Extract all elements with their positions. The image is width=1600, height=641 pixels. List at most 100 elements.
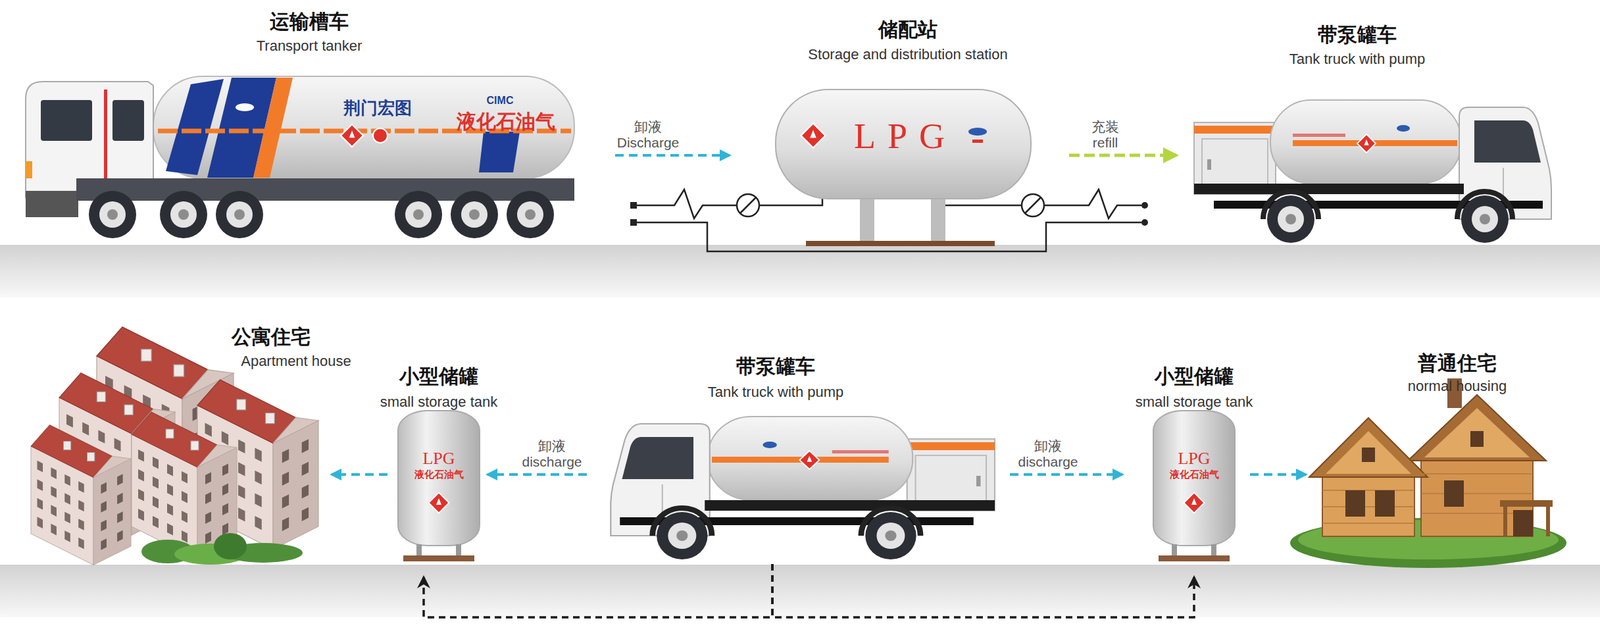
illustration-node: 小型储罐small storage tankLPG液化石油气 (1143, 368, 1246, 563)
house-drawing-part (1513, 509, 1533, 537)
storage-station-drawing-part (859, 198, 875, 243)
illustration-layer-part (610, 416, 995, 560)
node-heading: 小型储罐 (1128, 365, 1260, 389)
edge-label: 卸液 discharge (515, 438, 589, 470)
node-text: Tank truck with pump (1238, 50, 1476, 68)
apartment-drawing-part (213, 532, 247, 560)
illustration-node: 带泵罐车Tank truck with pump (1184, 23, 1566, 247)
node-text: small storage tank (1115, 393, 1274, 410)
transport-tanker-drawing-part (25, 161, 33, 179)
transport-tanker-drawing-part (112, 100, 145, 141)
transport-tanker-drawing-part (478, 131, 520, 173)
storage-station-drawing-part-part (740, 197, 756, 214)
house-drawing-part-part (1322, 489, 1415, 491)
storage-station-drawing-part (968, 127, 987, 136)
illustration-node: 带泵罐车 Tank truck with pump (608, 358, 997, 563)
storage-station-drawing-part (630, 219, 637, 226)
house-drawing-part (1375, 490, 1395, 517)
transport-tanker-drawing-part (153, 76, 575, 179)
transport-tanker-drawing-part (235, 103, 254, 112)
illustration-node: 公寓住宅Apartment house (26, 322, 336, 566)
node-text: 荆门宏图 (311, 98, 444, 119)
node-heading: 小型储罐 (373, 365, 505, 389)
node-text: LPG (1157, 448, 1231, 469)
flow-arrow (615, 153, 730, 157)
storage-station-drawing-part-part (636, 189, 737, 219)
house-drawing-part (1444, 480, 1464, 507)
transport-tanker-drawing-part (76, 178, 575, 201)
edge-label: 充装 refill (1082, 119, 1129, 150)
house-drawing-part (1322, 473, 1415, 537)
house-drawing-part-part (1322, 522, 1415, 524)
flow-arrow (331, 473, 388, 476)
house-drawing-part (1500, 500, 1553, 507)
storage-station-drawing-part (1141, 219, 1149, 226)
illustration-layer-part (1153, 410, 1235, 562)
transport-tanker-drawing-part (373, 128, 388, 143)
house-drawing-part (1407, 394, 1547, 461)
node-text: Storage and distribution station (756, 46, 1060, 63)
illustration-layer-part (1194, 100, 1552, 243)
flow-arrow (423, 563, 773, 618)
illustration-node: 普通住宅normal housing (1289, 351, 1570, 570)
house-drawing-part (1345, 490, 1366, 517)
transport-tanker-drawing-part (25, 190, 79, 218)
illustration-node: 储配站Storage and distribution stationLPG (756, 16, 1060, 247)
flow-arrow (1069, 153, 1177, 158)
transport-tanker-drawing-part (215, 190, 264, 239)
storage-station-drawing-part-part (736, 194, 760, 217)
storage-station-drawing-part (800, 123, 825, 148)
storage-station-drawing-part (805, 240, 995, 247)
house-drawing-part (1470, 430, 1484, 447)
house-drawing-part (1424, 407, 1530, 458)
illustration-node: 运输槽车Transport tanker荆门宏图CIMC液化石油气 (25, 9, 579, 247)
node-heading: 公寓住宅 (185, 325, 357, 349)
house-drawing-part (1361, 447, 1375, 462)
house-drawing-part-part (1421, 473, 1533, 475)
transport-tanker-drawing-part (88, 190, 137, 239)
transport-tanker-drawing-part (394, 190, 443, 239)
ground-band (0, 244, 1600, 298)
flow-arrow (487, 473, 587, 476)
node-heading: 普通住宅 (1371, 351, 1543, 375)
storage-station-drawing-part-part (1021, 194, 1045, 217)
node-text: 液化石油气 (440, 110, 572, 134)
house-drawing (1290, 378, 1567, 568)
storage-station-drawing-part-part (759, 197, 823, 206)
house-drawing-part (1503, 506, 1508, 537)
transport-tanker-drawing-part (103, 89, 108, 189)
transport-tanker-drawing-part (40, 100, 93, 141)
storage-station-drawing-part (630, 201, 637, 209)
node-text: small storage tank (359, 393, 518, 410)
storage-station-drawing (630, 89, 1149, 252)
house-drawing-part (1322, 473, 1533, 524)
storage-station-drawing-part (972, 139, 983, 143)
house-drawing-part (1421, 453, 1533, 537)
storage-station-drawing-part-part (636, 222, 1142, 252)
house-drawing-part-part (1322, 505, 1415, 508)
house-drawing-part (1325, 430, 1412, 474)
flow-arrow (772, 563, 1195, 618)
flow-arrow (1250, 473, 1306, 476)
storage-station-drawing-part (775, 89, 1031, 199)
illustration-node: 小型储罐small storage tankLPG液化石油气 (388, 368, 491, 563)
node-text: 液化石油气 (1154, 468, 1234, 480)
storage-station-drawing-part-part (1025, 197, 1041, 214)
node-text: CIMC (470, 94, 530, 107)
house-drawing-part (1546, 506, 1550, 537)
node-heading: 储配站 (809, 18, 1007, 42)
illustration-layer-part (398, 410, 480, 562)
node-text: Tank truck with pump (657, 383, 895, 400)
ground-band (0, 564, 1600, 618)
node-text: Apartment house (210, 352, 382, 370)
node-text: 液化石油气 (399, 468, 479, 480)
node-heading: 运输槽车 (210, 10, 408, 34)
house-drawing-part (1309, 417, 1428, 477)
edge-label: 卸液 Discharge (611, 119, 685, 150)
transport-tanker-drawing-part (506, 190, 554, 239)
node-heading: 带泵罐车 (676, 355, 875, 379)
storage-station-drawing-part-part (1044, 189, 1142, 219)
apartment-drawing-part (30, 425, 131, 566)
